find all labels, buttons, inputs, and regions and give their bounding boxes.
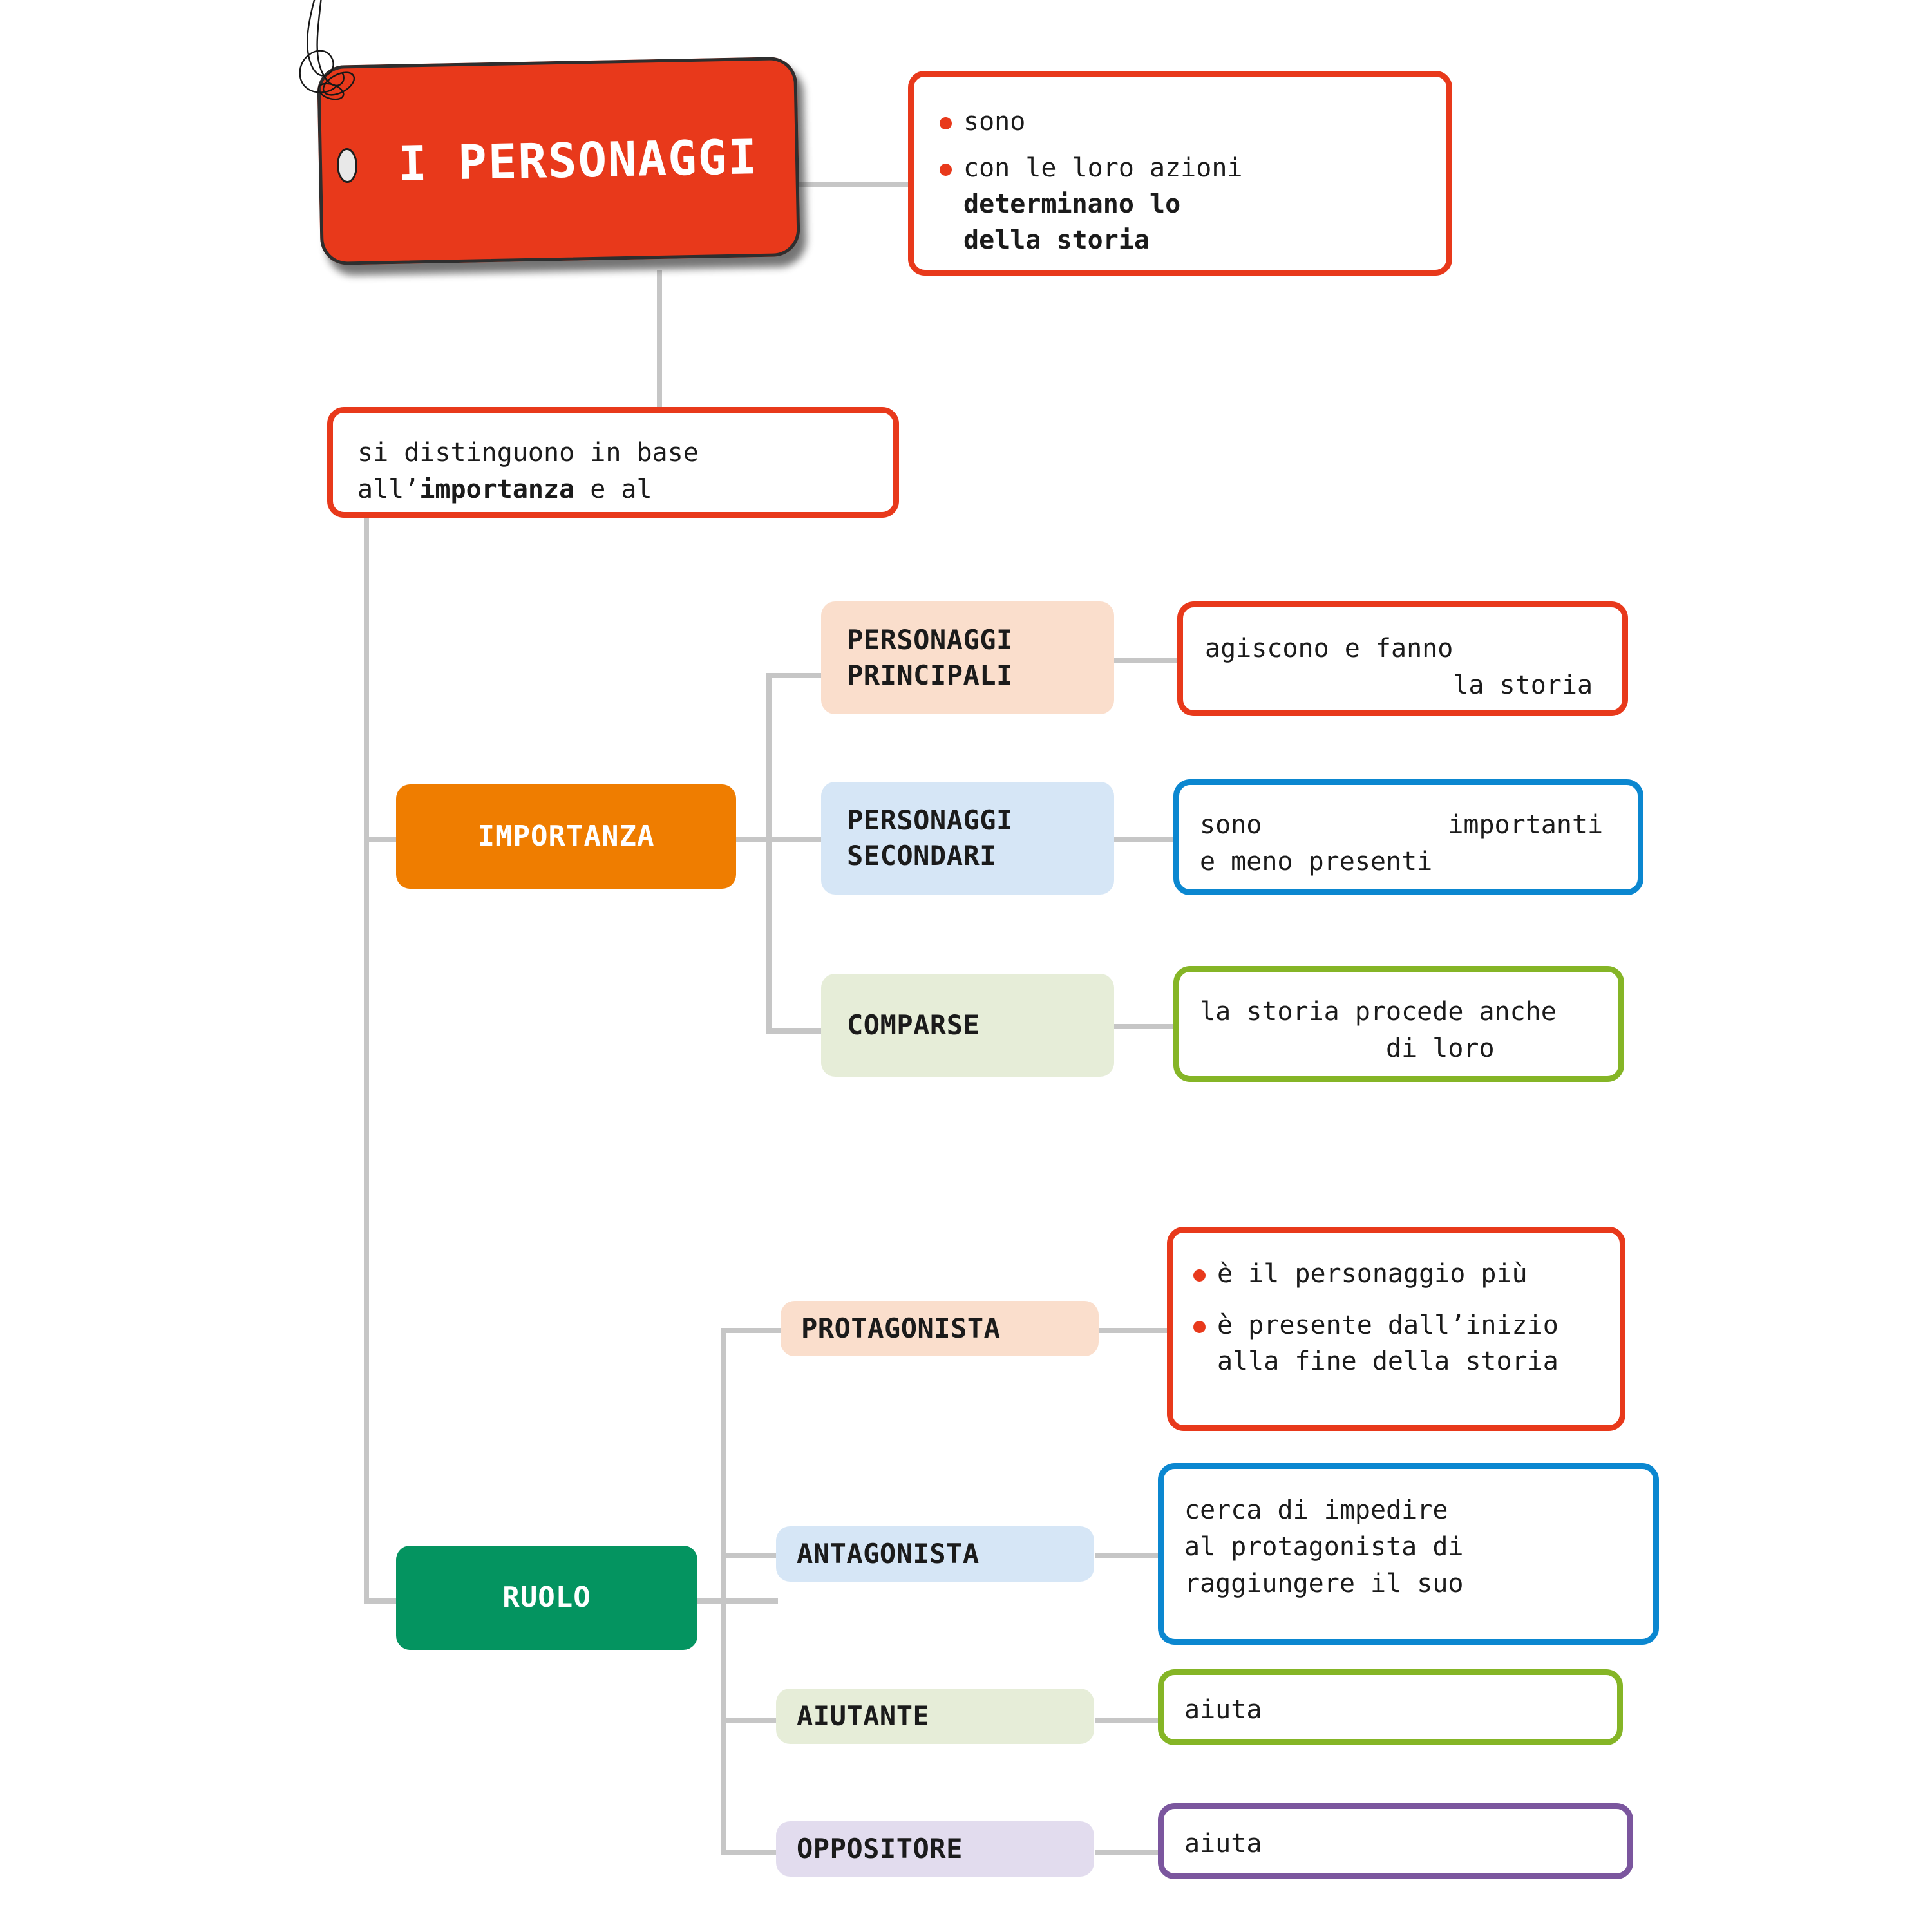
desc-oppositore-line-1: aiuta [1184, 1829, 1262, 1859]
protagonista-bullet-1-line1: è presente dall’inizio [1217, 1311, 1558, 1340]
desc-aiutante-line-1: aiuta [1184, 1695, 1262, 1725]
desc-secondari-line-1: sono importanti [1200, 810, 1604, 840]
connector-ruolo-item-3 [721, 1850, 784, 1855]
item-aiutante[interactable]: AIUTANTE [776, 1689, 1094, 1744]
bullet-dot-icon [1193, 1321, 1206, 1333]
connector-trunk-to-importanza [364, 837, 399, 842]
connector-trunk-to-ruolo [364, 1598, 399, 1604]
root-note-box[interactable]: sono con le loro azioni determinano lo d… [908, 71, 1452, 276]
connector-trunk-vertical [364, 515, 369, 1604]
desc-principali-line-1: agiscono e fanno [1205, 634, 1454, 663]
desc-antagonista-line-2: al protagonista di [1184, 1531, 1464, 1562]
item-aiutante-label: AIUTANTE [797, 1700, 930, 1732]
desc-protagonista[interactable]: è il personaggio più è presente dall’ini… [1167, 1227, 1625, 1431]
bullet-dot-icon [1193, 1269, 1206, 1282]
branch-importanza[interactable]: IMPORTANZA [396, 784, 736, 889]
connector-importanza-spine [766, 673, 772, 1034]
root-bullet-1-line2: determinano lo [963, 189, 1181, 219]
protagonista-bullet-0-text: è il personaggio più [1217, 1259, 1528, 1289]
branch-ruolo[interactable]: RUOLO [396, 1546, 697, 1650]
connector-desc-principali [1111, 658, 1182, 663]
item-comparse[interactable]: COMPARSE [821, 974, 1114, 1077]
item-oppositore-label: OPPOSITORE [797, 1832, 963, 1864]
page-title: I PERSONAGGI [397, 129, 759, 192]
desc-oppositore[interactable]: aiuta [1158, 1803, 1633, 1879]
desc-personaggi-secondari[interactable]: sono importanti e meno presenti [1173, 779, 1643, 895]
desc-antagonista[interactable]: cerca di impedire al protagonista di rag… [1158, 1463, 1659, 1645]
connector-ruolo-item-1 [721, 1553, 784, 1558]
bullet-dot-icon [940, 164, 952, 176]
branch-ruolo-label: RUOLO [502, 1580, 591, 1614]
desc-principali-line-2: la storia [1205, 670, 1593, 700]
desc-secondari-line-2: e meno presenti [1200, 846, 1433, 876]
protagonista-bullet-1-line2: alla fine della storia [1217, 1347, 1558, 1376]
connector-desc-aiutante [1095, 1718, 1159, 1723]
criteria-note-box[interactable]: si distinguono in base all’importanza e … [327, 407, 899, 518]
desc-antagonista-line-1: cerca di impedire [1184, 1495, 1448, 1525]
root-bullet-0-text: sono [963, 107, 1026, 137]
tag-hole-icon [336, 147, 358, 184]
item-personaggi-principali[interactable]: PERSONAGGI PRINCIPALI [821, 601, 1114, 714]
desc-aiutante[interactable]: aiuta [1158, 1669, 1623, 1745]
item-antagonista[interactable]: ANTAGONISTA [776, 1526, 1094, 1582]
bullet-dot-icon [940, 117, 952, 129]
criteria-line-2: all’importanza e al [357, 471, 869, 508]
desc-personaggi-principali[interactable]: agiscono e fanno la storia [1177, 601, 1628, 716]
connector-tag-to-note [792, 182, 908, 187]
item-personaggi-principali-label: PERSONAGGI PRINCIPALI [847, 623, 1013, 691]
connector-ruolo-item-2 [721, 1718, 784, 1723]
desc-comparse-line-2: di loro [1200, 1033, 1495, 1063]
protagonista-bullet-1-block: è presente dall’inizio alla fine della s… [1217, 1307, 1558, 1379]
connector-importanza-item-0 [766, 673, 824, 678]
connector-desc-oppositore [1095, 1850, 1159, 1855]
connector-importanza-item-2 [766, 1028, 824, 1034]
root-bullet-1-block: con le loro azioni determinano lo della … [963, 150, 1242, 258]
item-antagonista-label: ANTAGONISTA [797, 1537, 980, 1569]
desc-antagonista-line-3: raggiungere il suo [1184, 1568, 1464, 1598]
root-bullet-1-line3: della storia [963, 225, 1150, 255]
protagonista-bullet-1: è presente dall’inizio alla fine della s… [1193, 1307, 1599, 1379]
connector-desc-secondari [1111, 837, 1175, 842]
connector-importanza-item-1 [766, 837, 824, 842]
item-protagonista[interactable]: PROTAGONISTA [781, 1301, 1099, 1356]
connector-ruolo-out [694, 1598, 778, 1604]
string-decoration [299, 0, 355, 100]
root-bullet-1: con le loro azioni determinano lo della … [940, 150, 1421, 258]
item-personaggi-secondari-label: PERSONAGGI SECONDARI [847, 804, 1013, 871]
connector-ruolo-spine [721, 1328, 726, 1855]
item-protagonista-label: PROTAGONISTA [801, 1312, 1001, 1344]
item-personaggi-secondari[interactable]: PERSONAGGI SECONDARI [821, 782, 1114, 895]
criteria-bold: importanza [419, 474, 575, 504]
connector-ruolo-item-0 [721, 1328, 784, 1333]
connector-tag-down [657, 270, 662, 413]
connector-desc-comparse [1111, 1024, 1175, 1029]
item-comparse-label: COMPARSE [847, 1009, 980, 1041]
desc-comparse[interactable]: la storia procede anche di loro [1173, 966, 1624, 1082]
branch-importanza-label: IMPORTANZA [477, 819, 655, 853]
criteria-prefix: all’ [357, 474, 420, 504]
criteria-suffix: e al [574, 474, 652, 504]
connector-desc-antagonista [1095, 1553, 1159, 1558]
root-bullet-0: sono [940, 104, 1421, 140]
connector-desc-protagonista [1095, 1328, 1179, 1333]
root-bullet-1-line1: con le loro azioni [963, 153, 1243, 183]
criteria-line-1: si distinguono in base [357, 438, 699, 468]
item-oppositore[interactable]: OPPOSITORE [776, 1821, 1094, 1877]
protagonista-bullet-0: è il personaggio più [1193, 1256, 1599, 1292]
desc-comparse-line-1: la storia procede anche [1200, 997, 1557, 1027]
